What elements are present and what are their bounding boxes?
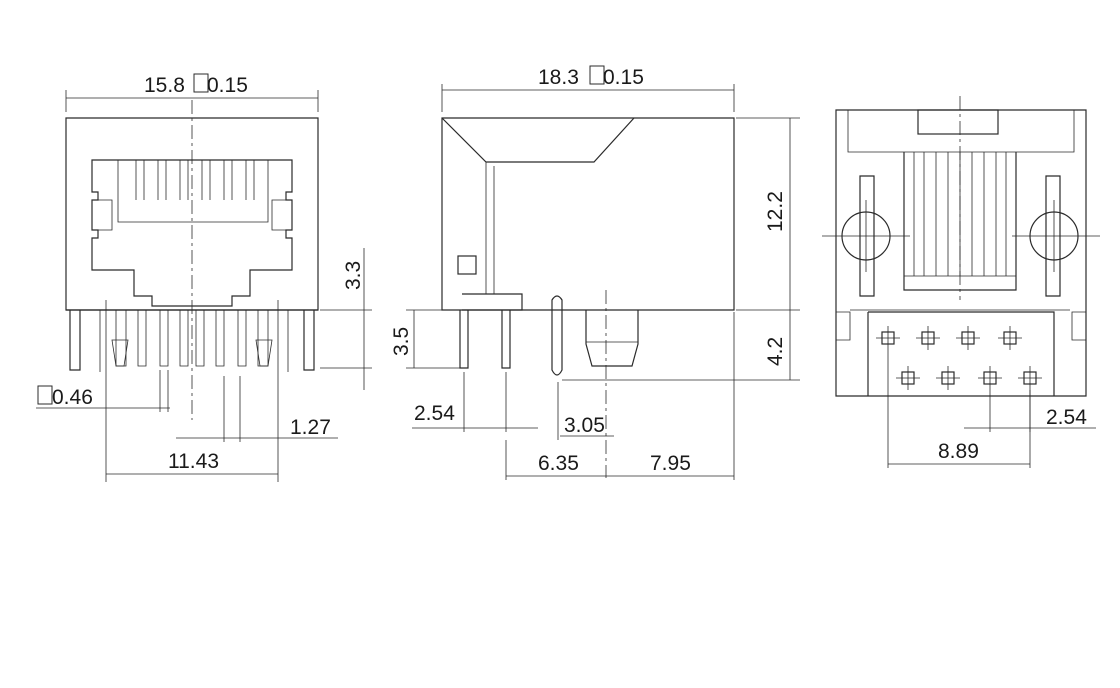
bottom-row-span: 8.89 bbox=[938, 440, 979, 463]
diameter-symbol bbox=[37, 385, 53, 405]
latch-tab bbox=[917, 109, 999, 135]
front-height-dim: 3.3 bbox=[342, 261, 365, 290]
side-view-window bbox=[457, 255, 477, 275]
pin-grid bbox=[876, 326, 1042, 390]
bottom-pin-pitch: 2.54 bbox=[1046, 406, 1087, 429]
side-view: 18.3 0.15 12.2 4.2 3.5 2.54 3.05 6.35 7.… bbox=[390, 65, 800, 480]
side-pin-len: 3.5 bbox=[390, 327, 413, 356]
side-offset-b: 7.95 bbox=[650, 452, 691, 475]
side-peg-len: 4.2 bbox=[764, 337, 787, 366]
side-height-dim: 12.2 bbox=[764, 191, 787, 232]
side-row-pitch: 2.54 bbox=[414, 402, 455, 425]
front-width-tol: 0.15 bbox=[207, 74, 248, 97]
front-width-dim: 15.8 bbox=[144, 74, 185, 97]
side-peg-dia: 3.05 bbox=[564, 414, 605, 437]
bottom-view: 2.54 8.89 bbox=[822, 96, 1100, 468]
plus-minus-symbol bbox=[193, 73, 209, 93]
front-span: 11.43 bbox=[168, 450, 219, 473]
side-offset-a: 6.35 bbox=[538, 452, 579, 475]
front-view: 15.8 0.15 3.3 0.46 1.27 11.43 bbox=[36, 73, 372, 482]
front-pitch: 1.27 bbox=[290, 416, 331, 439]
side-length-tol: 0.15 bbox=[603, 66, 644, 89]
side-length-dim: 18.3 bbox=[538, 66, 579, 89]
front-pin-dia: 0.46 bbox=[52, 386, 93, 409]
plus-minus-symbol bbox=[589, 65, 605, 85]
